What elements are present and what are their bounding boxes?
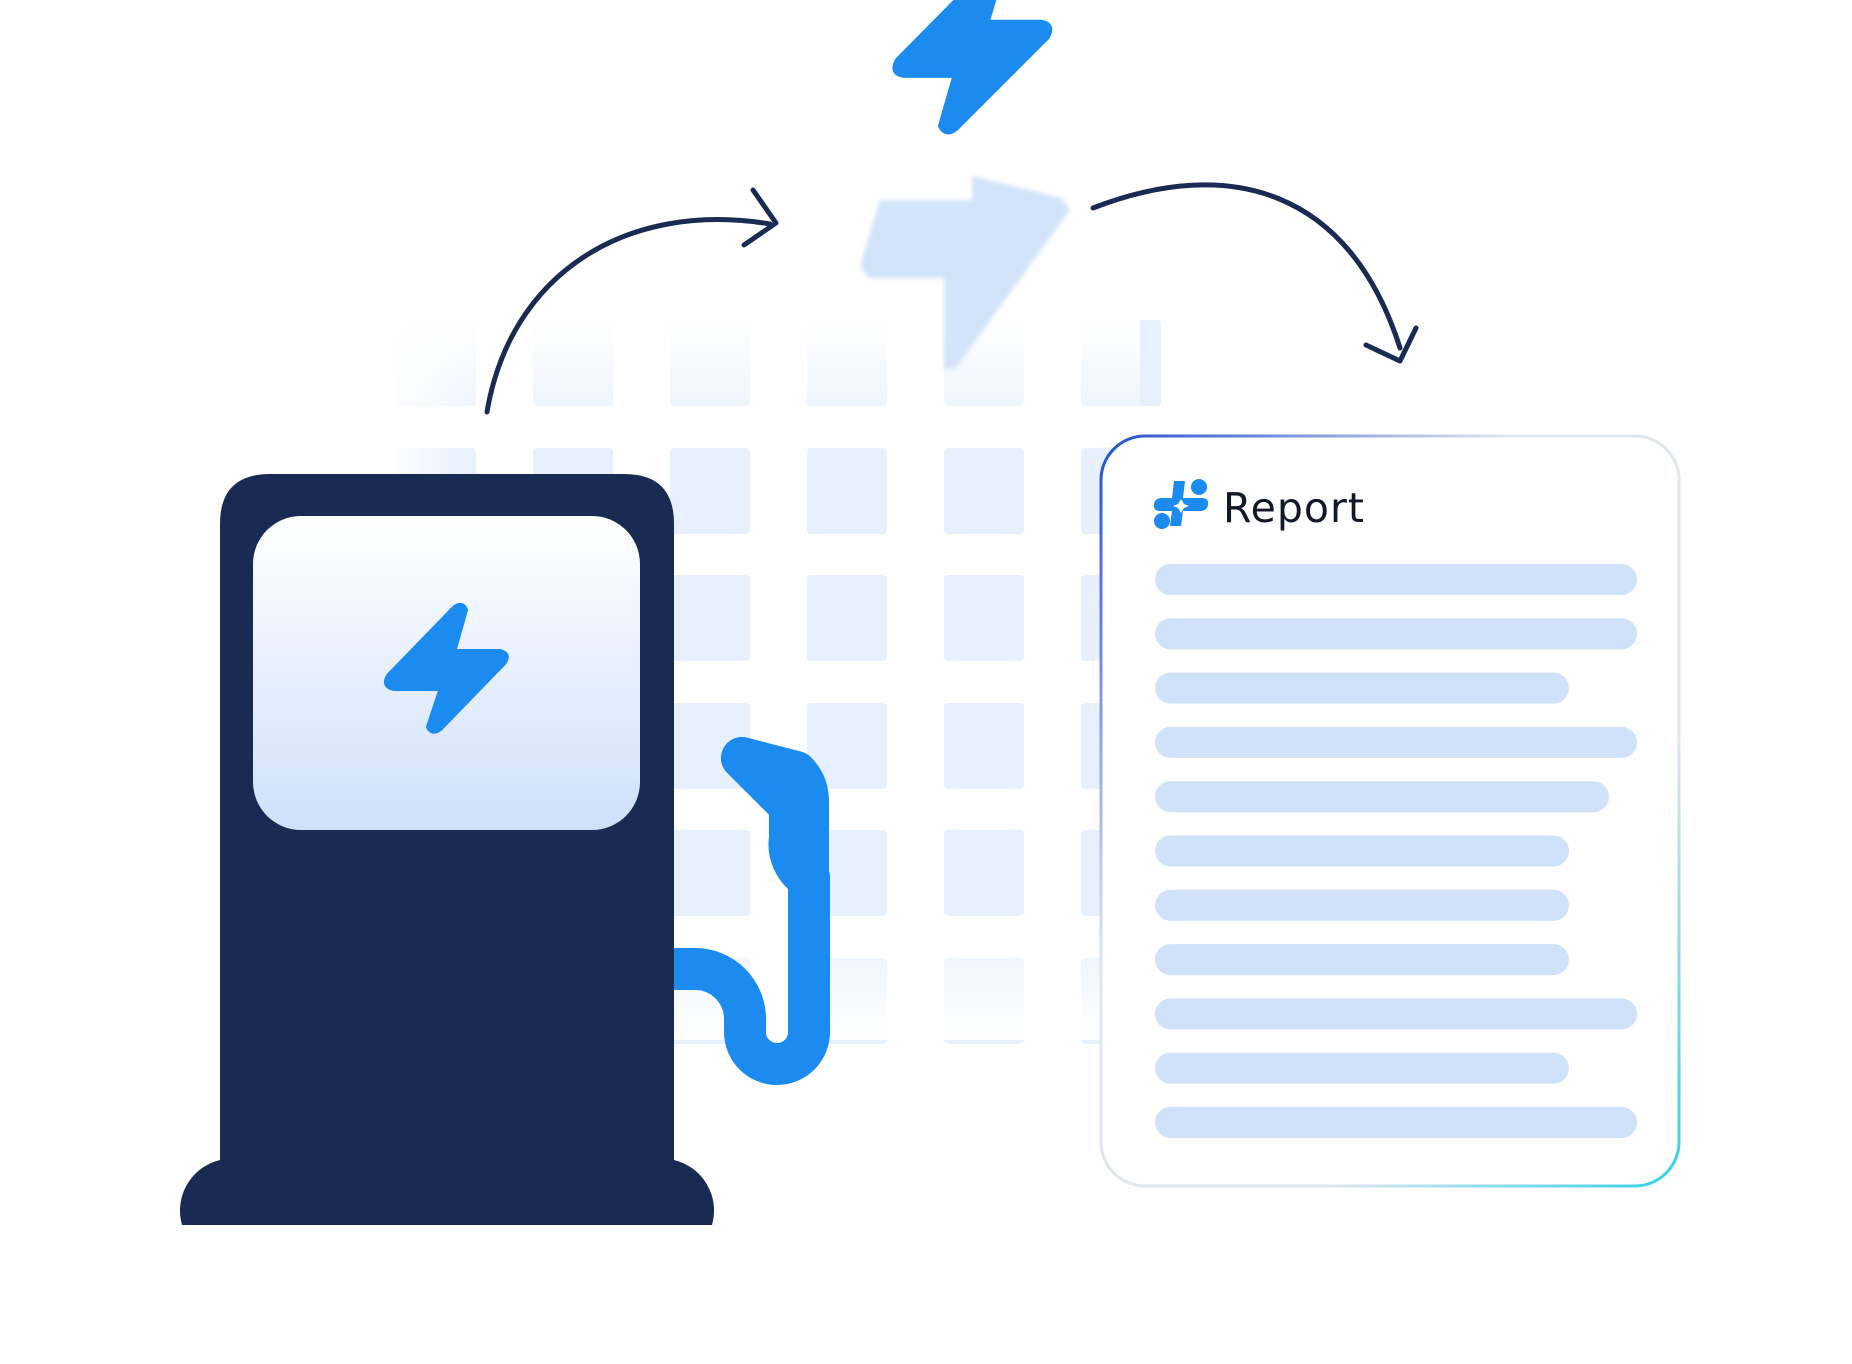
report-title: Report xyxy=(1223,484,1365,532)
curved-arrow-right-icon xyxy=(484,187,779,415)
report-line xyxy=(1155,618,1637,650)
report-line xyxy=(1155,944,1569,976)
sparkle-logo-icon xyxy=(1153,479,1209,529)
report-line xyxy=(1155,672,1569,704)
center-bolt-icon xyxy=(892,0,1053,135)
report-text-lines xyxy=(1155,564,1637,1138)
report-line xyxy=(1155,998,1637,1030)
report-line xyxy=(1155,726,1637,758)
ev-charging-station-icon xyxy=(179,474,830,1225)
report-line xyxy=(1155,781,1609,813)
report-line xyxy=(1155,889,1569,921)
report-line xyxy=(1155,835,1569,867)
report-line xyxy=(1155,564,1637,595)
center-bolt-shadow xyxy=(860,176,1070,370)
report-line xyxy=(1155,1052,1569,1084)
lightning-bolt-icon xyxy=(383,602,509,734)
report-card: Report xyxy=(1099,434,1681,1188)
report-line xyxy=(1155,1107,1637,1138)
hose-tip xyxy=(766,1021,788,1043)
curved-arrow-down-icon xyxy=(1090,182,1419,364)
